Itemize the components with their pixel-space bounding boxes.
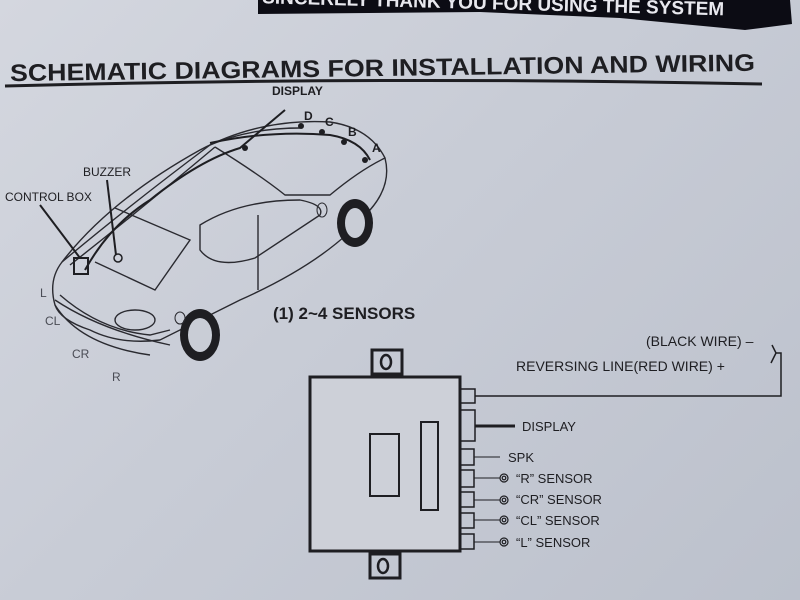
control-box-mark (73, 257, 89, 275)
sensor-l-label: L (40, 286, 47, 300)
sensor-cr-label: CR (72, 347, 90, 361)
reversing-line-label: REVERSING LINE(RED WIRE) + (516, 358, 725, 374)
sensor-cl-label: CL (45, 314, 61, 328)
title-underline (4, 78, 763, 88)
spk-label: SPK (508, 450, 534, 465)
control-box-diagram (308, 344, 782, 580)
control-box-pointer (39, 204, 81, 259)
sensor-r-wire-label: “R” SENSOR (516, 471, 593, 486)
sensor-cr-wire-label: “CR” SENSOR (516, 492, 602, 507)
buzzer-pointer (106, 179, 117, 256)
display-label: DISPLAY (522, 419, 576, 434)
banner: SINCERELY THANK YOU FOR USING THE SYSTEM (258, 0, 792, 30)
car-illustration (39, 109, 388, 361)
buzzer-label: BUZZER (83, 165, 131, 179)
sensor-l-wire-label: “L” SENSOR (516, 535, 590, 550)
black-wire-label: (BLACK WIRE) – (646, 333, 754, 349)
reversing-wire (475, 344, 782, 397)
sensor-cl-wire-label: “CL” SENSOR (516, 513, 600, 528)
car-display-label: DISPLAY (272, 84, 323, 98)
sensor-r-label: R (112, 370, 121, 384)
control-box-label: CONTROL BOX (5, 190, 92, 204)
point-d-label: D (304, 109, 313, 123)
control-box (308, 375, 462, 553)
point-c-label: C (325, 115, 334, 129)
diagram-caption: (1) 2~4 SENSORS (273, 304, 415, 323)
point-b-label: B (348, 125, 357, 139)
point-a-label: A (372, 141, 381, 155)
